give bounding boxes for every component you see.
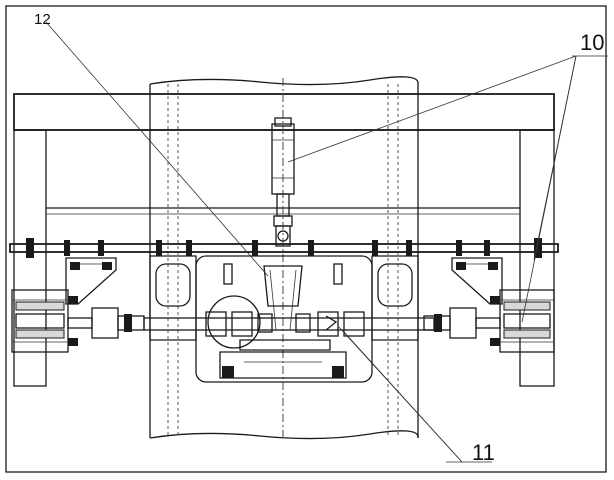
leader-lines (45, 21, 608, 463)
drawing-border (5, 5, 607, 473)
callout-12: 12 (34, 11, 51, 28)
callout-10: 10 (580, 30, 604, 55)
center-column (149, 76, 419, 440)
center-clamp (143, 255, 435, 383)
top-beam (13, 93, 555, 387)
left-bracket (65, 257, 117, 305)
callout-11: 11 (472, 440, 495, 465)
horizontal-rail (9, 238, 559, 258)
left-cylinder (11, 289, 145, 353)
vertical-cylinder (271, 117, 295, 247)
right-cylinder (423, 289, 555, 353)
